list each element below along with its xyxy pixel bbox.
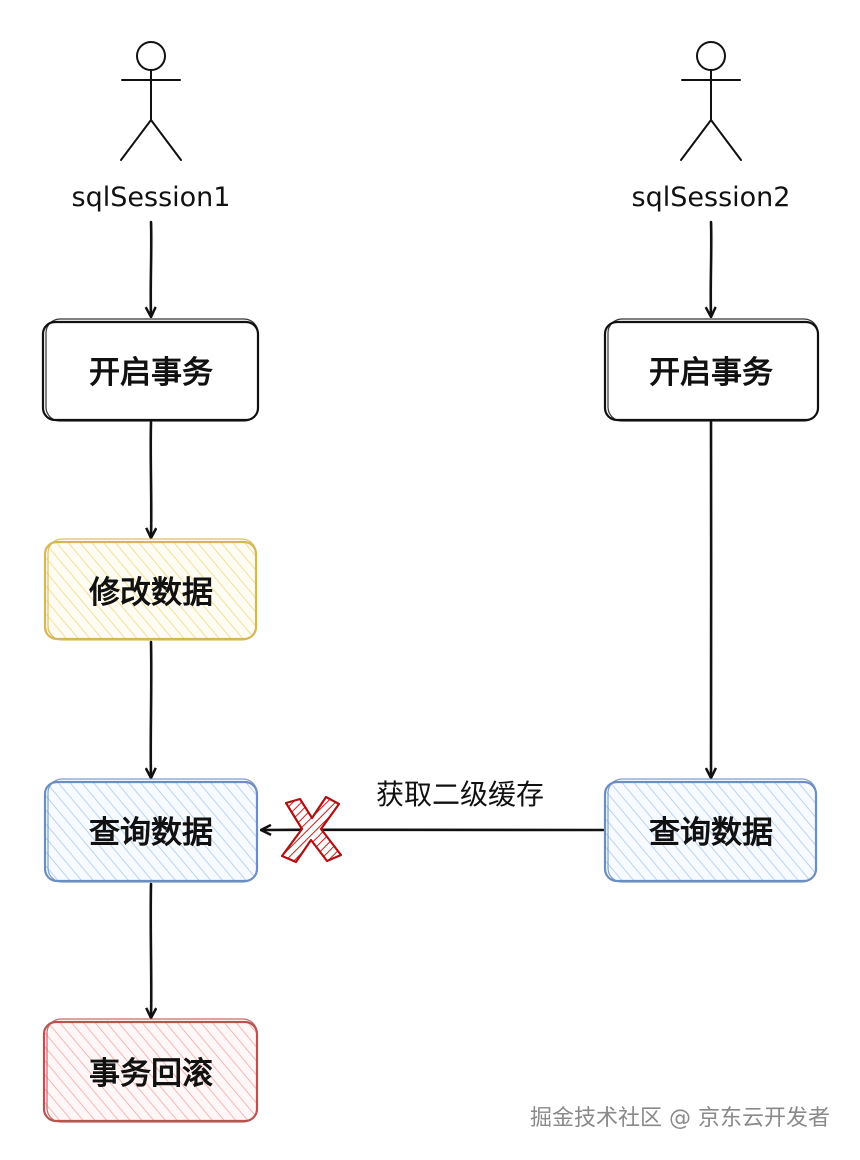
actor-session1: sqlSession1 xyxy=(72,41,231,213)
cross-mark-icon xyxy=(280,795,343,864)
node-s1-update: 修改数据 xyxy=(43,538,258,641)
edge-actor2-to-begin xyxy=(711,220,712,316)
edge-begin-to-query xyxy=(711,420,712,777)
node-s1-rollback: 事务回滚 xyxy=(42,1018,259,1123)
edge-label-cache-access: 获取二级缓存 xyxy=(376,778,544,811)
edge-begin-to-update xyxy=(151,420,152,537)
node-label-s1-rollback: 事务回滚 xyxy=(89,1056,213,1092)
node-s2-begin: 开启事务 xyxy=(603,318,820,422)
node-s1-begin: 开启事务 xyxy=(41,318,260,422)
actor-session2: sqlSession2 xyxy=(632,41,791,213)
stick-figure-icon xyxy=(680,41,742,161)
edge-update-to-query xyxy=(151,640,152,777)
actor-label-session1: sqlSession1 xyxy=(72,182,231,213)
node-label-s1-begin: 开启事务 xyxy=(89,355,213,391)
node-label-s2-query: 查询数据 xyxy=(649,815,773,851)
stick-figure-icon xyxy=(120,41,182,161)
node-label-s1-update: 修改数据 xyxy=(88,575,213,611)
node-s1-query: 查询数据 xyxy=(43,778,259,883)
edge-actor1-to-begin xyxy=(151,220,152,316)
node-label-s2-begin: 开启事务 xyxy=(649,355,773,391)
node-label-s1-query: 查询数据 xyxy=(89,815,213,851)
edge-query-to-rollback xyxy=(151,882,152,1017)
edge-cache-access: 获取二级缓存 xyxy=(262,778,605,830)
actor-label-session2: sqlSession2 xyxy=(632,182,791,213)
node-s2-query: 查询数据 xyxy=(603,778,818,883)
watermark: 掘金技术社区 @ 京东云开发者 xyxy=(530,1106,830,1131)
